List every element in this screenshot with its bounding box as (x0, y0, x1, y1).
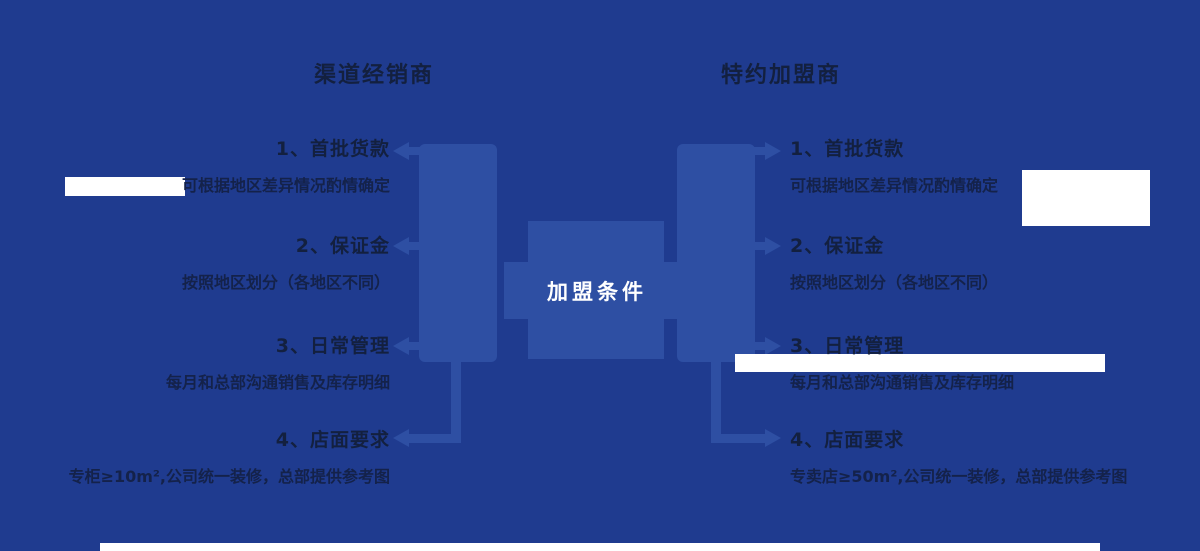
right-column-title: 特约加盟商 (720, 63, 841, 88)
left-item-3: 3、日常管理 每月和总部沟通销售及库存明细 (20, 334, 390, 393)
left-item-4: 4、店面要求 专柜≥10m²,公司统一装修，总部提供参考图 (20, 428, 390, 487)
item-heading: 4、店面要求 (790, 429, 905, 451)
item-heading: 2、保证金 (295, 235, 390, 257)
right-item-1: 1、首批货款 可根据地区差异情况酌情确定 (790, 137, 1170, 196)
item-detail: 按照地区划分（各地区不同） (181, 273, 390, 292)
arrow-right-1 (733, 142, 781, 160)
arrow-right-3 (733, 337, 781, 355)
left-connector-bar (419, 144, 497, 362)
right-item-3: 3、日常管理 每月和总部沟通销售及库存明细 (790, 334, 1170, 393)
item-detail: 可根据地区差异情况酌情确定 (790, 176, 999, 195)
item-detail: 每月和总部沟通销售及库存明细 (790, 373, 1015, 392)
center-node-tabs (504, 262, 688, 319)
left-column-title: 渠道经销商 (313, 63, 434, 88)
item-detail: 专卖店≥50m²,公司统一装修，总部提供参考图 (790, 467, 1128, 486)
item-detail: 按照地区划分（各地区不同） (790, 273, 999, 292)
item-heading: 2、保证金 (790, 235, 885, 257)
right-item-4: 4、店面要求 专卖店≥50m²,公司统一装修，总部提供参考图 (790, 428, 1170, 487)
item-heading: 1、首批货款 (790, 138, 905, 160)
right-connector-bar (677, 144, 755, 362)
left-item-2: 2、保证金 按照地区划分（各地区不同） (20, 234, 390, 293)
redaction-box-2 (1022, 170, 1150, 226)
arrow-left-3 (393, 337, 441, 355)
item-heading: 3、日常管理 (275, 335, 390, 357)
right-item-2: 2、保证金 按照地区划分（各地区不同） (790, 234, 1170, 293)
item-detail: 每月和总部沟通销售及库存明细 (165, 373, 390, 392)
left-item-1: 1、首批货款 可根据地区差异情况酌情确定 (20, 137, 390, 196)
arrow-right-4 (711, 358, 781, 447)
item-detail: 可根据地区差异情况酌情确定 (181, 176, 390, 195)
arrow-right-2 (733, 237, 781, 255)
center-node-label: 加盟条件 (547, 280, 647, 304)
item-heading: 3、日常管理 (790, 335, 905, 357)
item-heading: 1、首批货款 (275, 138, 390, 160)
redaction-box-3 (735, 354, 1105, 372)
redaction-box-4 (100, 543, 1100, 551)
item-heading: 4、店面要求 (275, 429, 390, 451)
arrow-left-4 (393, 358, 461, 447)
item-detail: 专柜≥10m²,公司统一装修，总部提供参考图 (68, 467, 390, 486)
arrow-left-1 (393, 142, 441, 160)
redaction-box-1 (65, 177, 185, 196)
arrow-left-2 (393, 237, 441, 255)
